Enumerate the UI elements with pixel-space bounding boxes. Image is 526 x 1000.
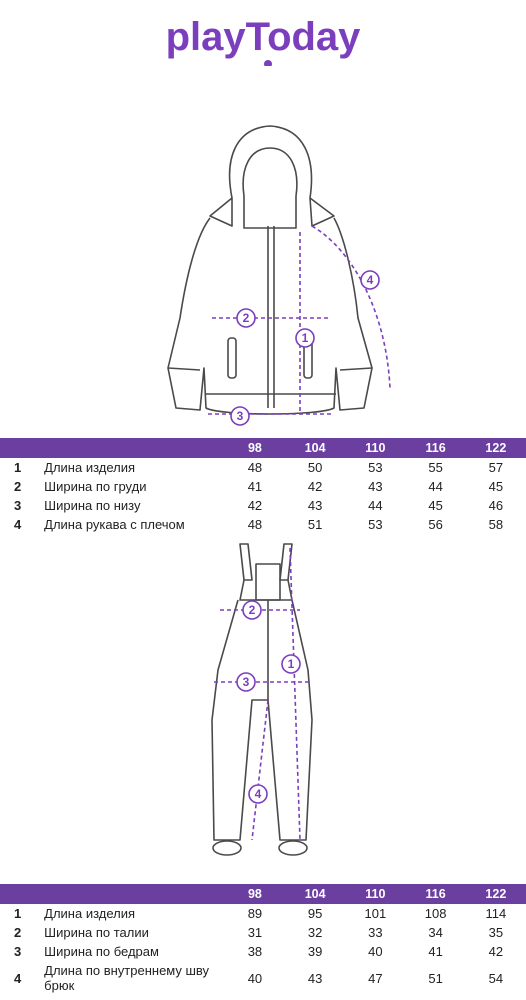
- row-value: 58: [488, 517, 504, 532]
- row-value: 33: [368, 925, 383, 940]
- row-number: 4: [14, 970, 22, 986]
- row-value: 95: [307, 906, 323, 921]
- row-label: Длина изделия: [44, 906, 136, 921]
- row-value: 108: [424, 906, 447, 921]
- row-value: 48: [247, 517, 263, 532]
- row-value: 32: [307, 925, 323, 940]
- row-value: 54: [488, 970, 504, 986]
- overalls-size-header: 98 104 110 116 122: [0, 884, 526, 904]
- row-value: 50: [307, 460, 323, 475]
- overalls-callout-4: 4: [255, 787, 262, 801]
- jacket-diagram: 1 2 3 4: [167, 125, 391, 426]
- row-value: 43: [307, 970, 323, 986]
- table-row: 4 Длина по внутреннему шву брюк 40 43 47…: [0, 961, 526, 995]
- jacket-callout-2: 2: [243, 311, 250, 325]
- size-header-cell: 122: [465, 884, 526, 904]
- row-value: 53: [368, 460, 383, 475]
- size-header-cell: 116: [405, 884, 466, 904]
- row-value: 46: [488, 498, 504, 513]
- size-header-cell: 110: [345, 884, 406, 904]
- row-value: 48: [247, 460, 263, 475]
- row-value: 45: [428, 498, 443, 513]
- row-number: 2: [14, 925, 22, 940]
- row-value: 41: [428, 944, 443, 959]
- row-value: 35: [488, 925, 504, 940]
- row-value: 43: [307, 498, 323, 513]
- size-header-cell: 110: [345, 438, 406, 458]
- overalls-diagram: 1 2 3 4: [211, 543, 313, 856]
- row-value: 51: [428, 970, 443, 986]
- row-number: 2: [14, 479, 22, 494]
- size-header-cell: 116: [405, 438, 466, 458]
- table-row: 2 Ширина по талии 31 32 33 34 35: [0, 923, 526, 942]
- size-header-cell: 104: [285, 438, 346, 458]
- row-label: Длина рукава с плечом: [44, 517, 185, 532]
- row-value: 45: [488, 479, 504, 494]
- row-value: 38: [247, 944, 263, 959]
- row-number: 1: [14, 460, 22, 475]
- row-value: 51: [307, 517, 323, 532]
- row-value: 114: [485, 906, 507, 921]
- jacket-size-table: 98 104 110 116 122 1 Длина изделия 48 50…: [0, 438, 526, 534]
- row-value: 57: [488, 460, 504, 475]
- row-value: 40: [368, 944, 383, 959]
- row-label: Ширина по низу: [44, 498, 141, 513]
- row-value: 42: [247, 498, 263, 513]
- logo-wordmark: playToday: [166, 15, 362, 59]
- row-label: Длина по внутреннему шву брюк: [44, 963, 210, 993]
- row-value: 43: [368, 479, 383, 494]
- row-value: 47: [368, 970, 383, 986]
- jacket-callout-4: 4: [367, 273, 374, 287]
- size-header-cell: 98: [224, 438, 286, 458]
- row-value: 42: [488, 944, 504, 959]
- row-value: 42: [307, 479, 323, 494]
- table-row: 3 Ширина по низу 42 43 44 45 46: [0, 496, 526, 515]
- jacket-callout-3: 3: [237, 409, 244, 423]
- row-value: 53: [368, 517, 383, 532]
- logo-dot-icon: [264, 60, 272, 66]
- row-value: 39: [307, 944, 323, 959]
- row-label: Ширина по бедрам: [44, 944, 159, 959]
- row-value: 31: [247, 925, 263, 940]
- row-number: 4: [14, 517, 22, 532]
- table-row: 1 Длина изделия 48 50 53 55 57: [0, 458, 526, 477]
- row-label: Длина изделия: [44, 460, 136, 475]
- row-value: 40: [247, 970, 263, 986]
- brand-logo: playToday: [166, 15, 362, 66]
- overalls-size-table: 98 104 110 116 122 1 Длина изделия 89 95…: [0, 884, 526, 995]
- row-value: 56: [428, 517, 443, 532]
- table-row: 4 Длина рукава с плечом 48 51 53 56 58: [0, 515, 526, 534]
- table-row: 1 Длина изделия 89 95 101 108 114: [0, 904, 526, 923]
- row-value: 44: [368, 498, 383, 513]
- row-label: Ширина по талии: [44, 925, 149, 940]
- overalls-callout-1: 1: [288, 657, 295, 671]
- row-value: 44: [428, 479, 443, 494]
- row-value: 55: [428, 460, 443, 475]
- overalls-callout-3: 3: [243, 675, 250, 689]
- row-value: 34: [428, 925, 443, 940]
- row-number: 3: [14, 944, 22, 959]
- row-number: 1: [14, 906, 22, 921]
- overalls-callout-2: 2: [249, 603, 256, 617]
- table-row: 2 Ширина по груди 41 42 43 44 45: [0, 477, 526, 496]
- jacket-callout-1: 1: [302, 331, 309, 345]
- table-row: 3 Ширина по бедрам 38 39 40 41 42: [0, 942, 526, 961]
- row-value: 41: [247, 479, 263, 494]
- size-header-cell: 98: [224, 884, 286, 904]
- jacket-size-header: 98 104 110 116 122: [0, 438, 526, 458]
- row-label: Ширина по груди: [44, 479, 147, 494]
- size-header-cell: 122: [465, 438, 526, 458]
- size-header-cell: 104: [285, 884, 346, 904]
- row-number: 3: [14, 498, 22, 513]
- row-value: 89: [247, 906, 263, 921]
- row-value: 101: [364, 906, 387, 921]
